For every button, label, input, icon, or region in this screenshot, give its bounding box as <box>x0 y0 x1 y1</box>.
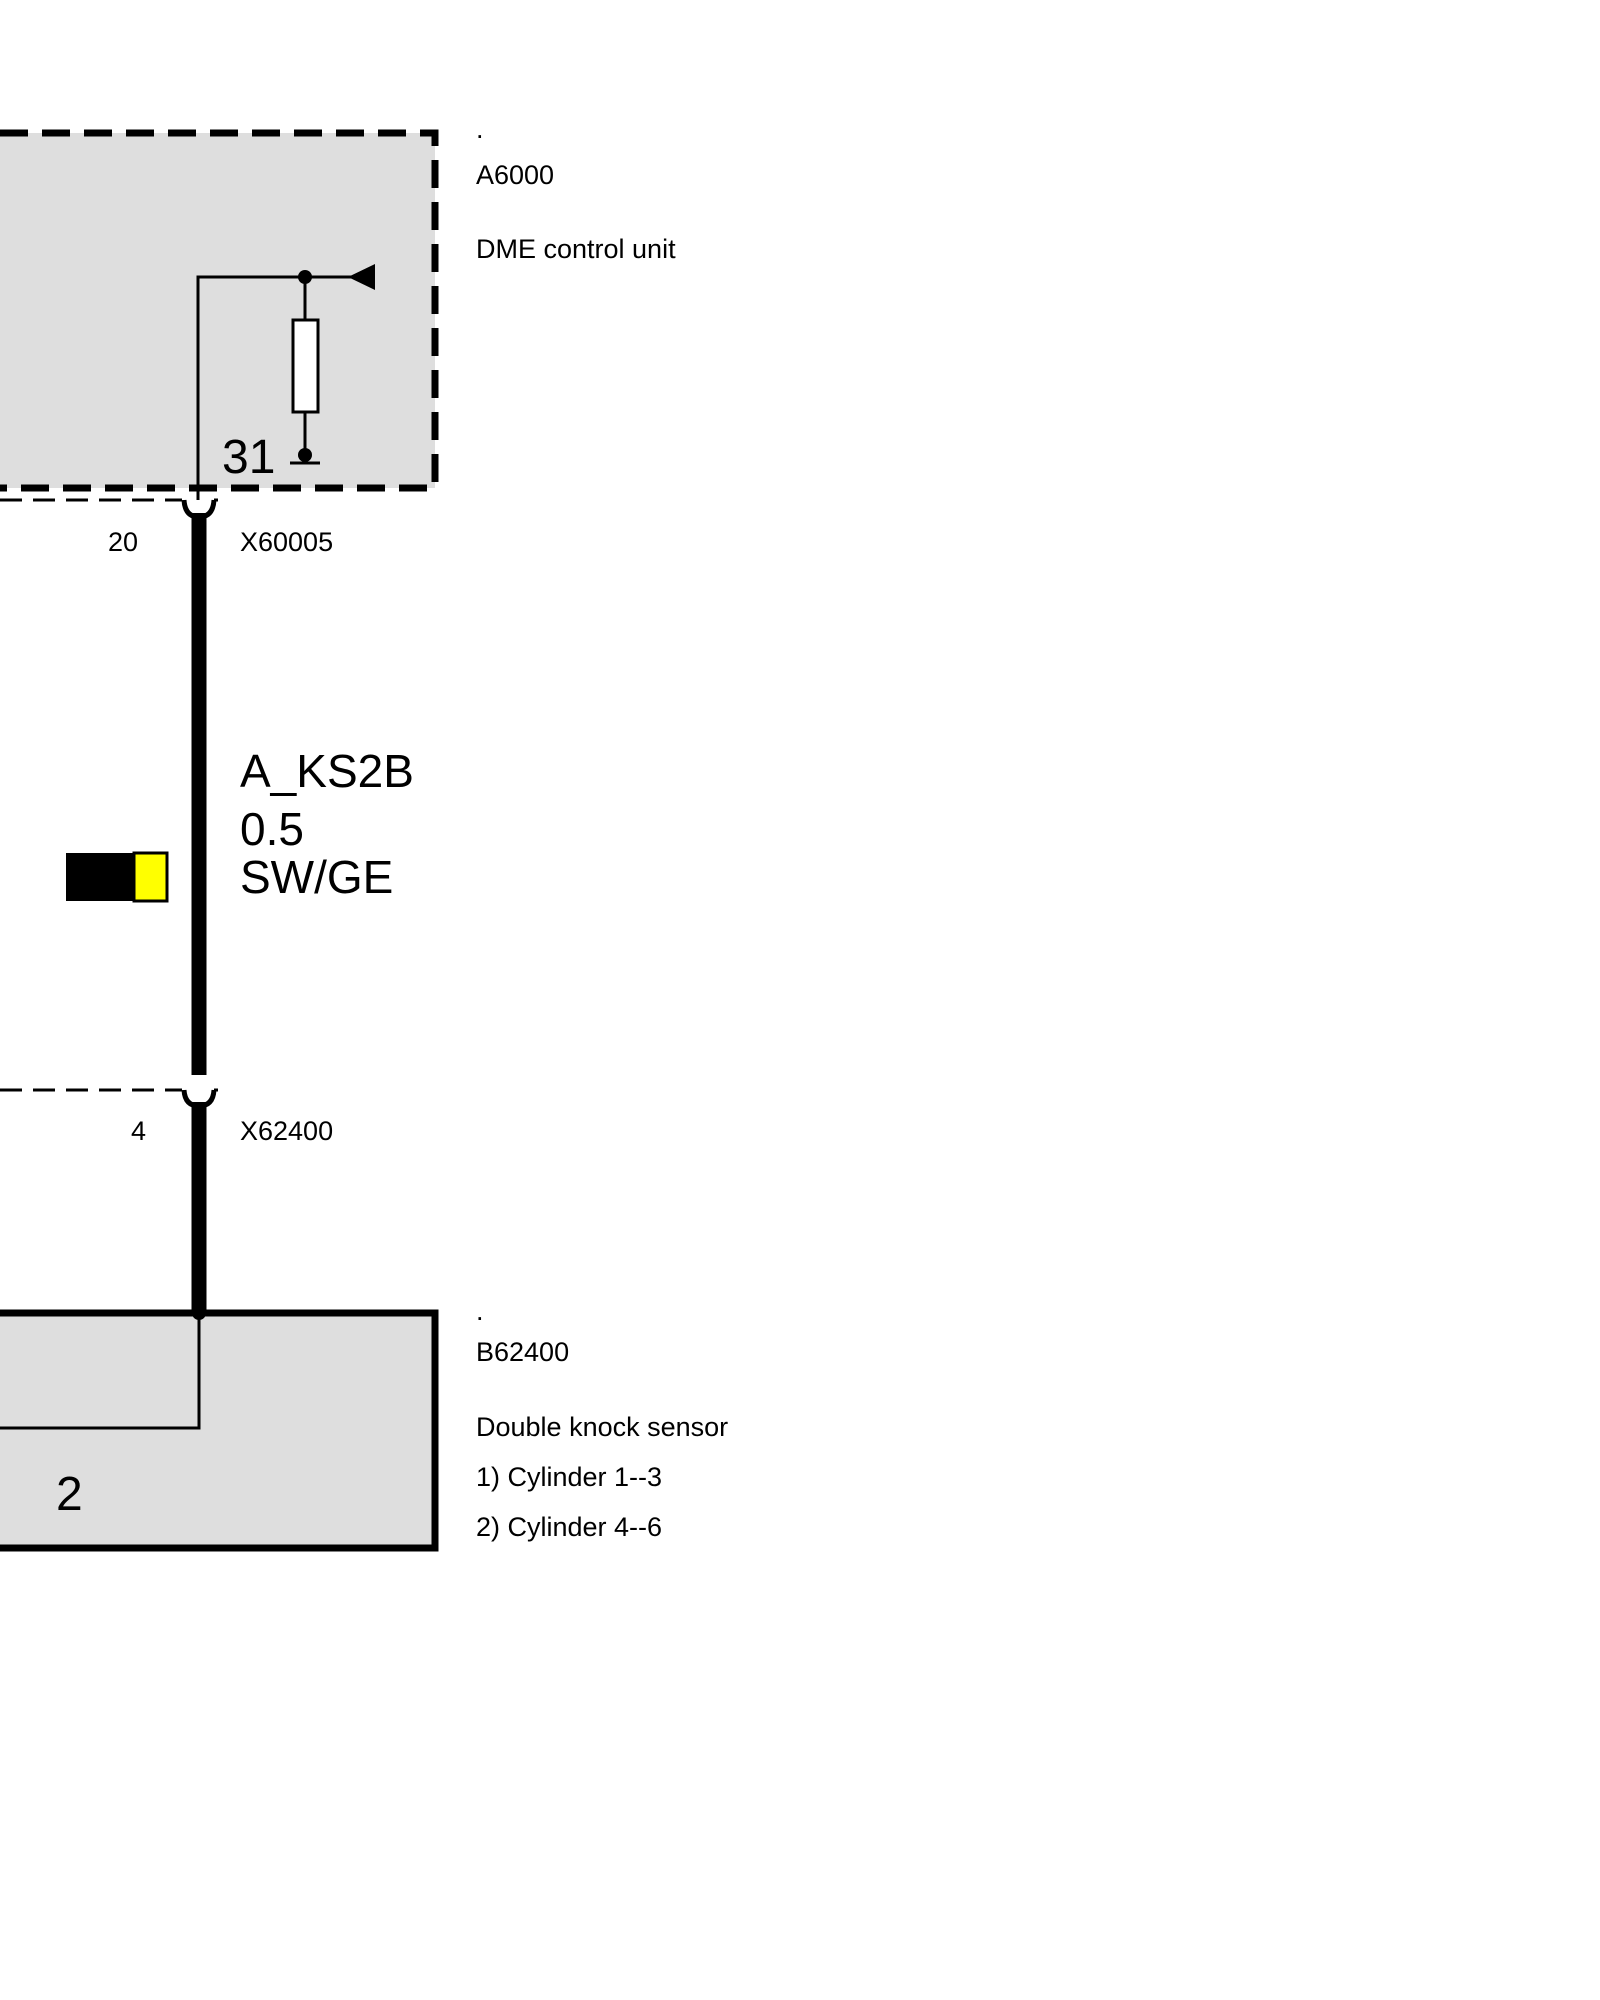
dme-dot-mark: . <box>476 114 484 144</box>
wire-size: 0.5 <box>240 803 304 855</box>
sensor-dot-mark: . <box>476 1296 484 1326</box>
connector-bottom-id: X62400 <box>240 1116 333 1146</box>
connector-x60005 <box>0 498 218 520</box>
connector-bottom-pin: 4 <box>131 1116 146 1146</box>
sensor-pin-label: 2 <box>56 1468 83 1521</box>
sensor-component-id: B62400 <box>476 1337 569 1367</box>
connector-x62400 <box>0 1088 218 1109</box>
wire-color-swatch <box>66 851 169 903</box>
dme-component-name: DME control unit <box>476 234 676 264</box>
sensor-component-name: Double knock sensor <box>476 1412 728 1442</box>
dme-control-unit-box <box>0 129 439 492</box>
connector-top-id: X60005 <box>240 527 333 557</box>
dme-internal-circuit <box>196 264 375 500</box>
sensor-note-2: 2) Cylinder 4--6 <box>476 1512 662 1542</box>
connector-top-pin: 20 <box>108 527 138 557</box>
dme-component-id: A6000 <box>476 160 554 190</box>
wire-color-code: SW/GE <box>240 851 393 903</box>
ground-terminal-label: 31 <box>222 431 275 484</box>
signal-arrow-icon <box>348 264 375 290</box>
sensor-note-1: 1) Cylinder 1--3 <box>476 1462 662 1492</box>
knock-sensor-box <box>0 1306 439 1552</box>
resistor-icon <box>291 318 320 414</box>
wire-signal-name: A_KS2B <box>240 745 414 797</box>
